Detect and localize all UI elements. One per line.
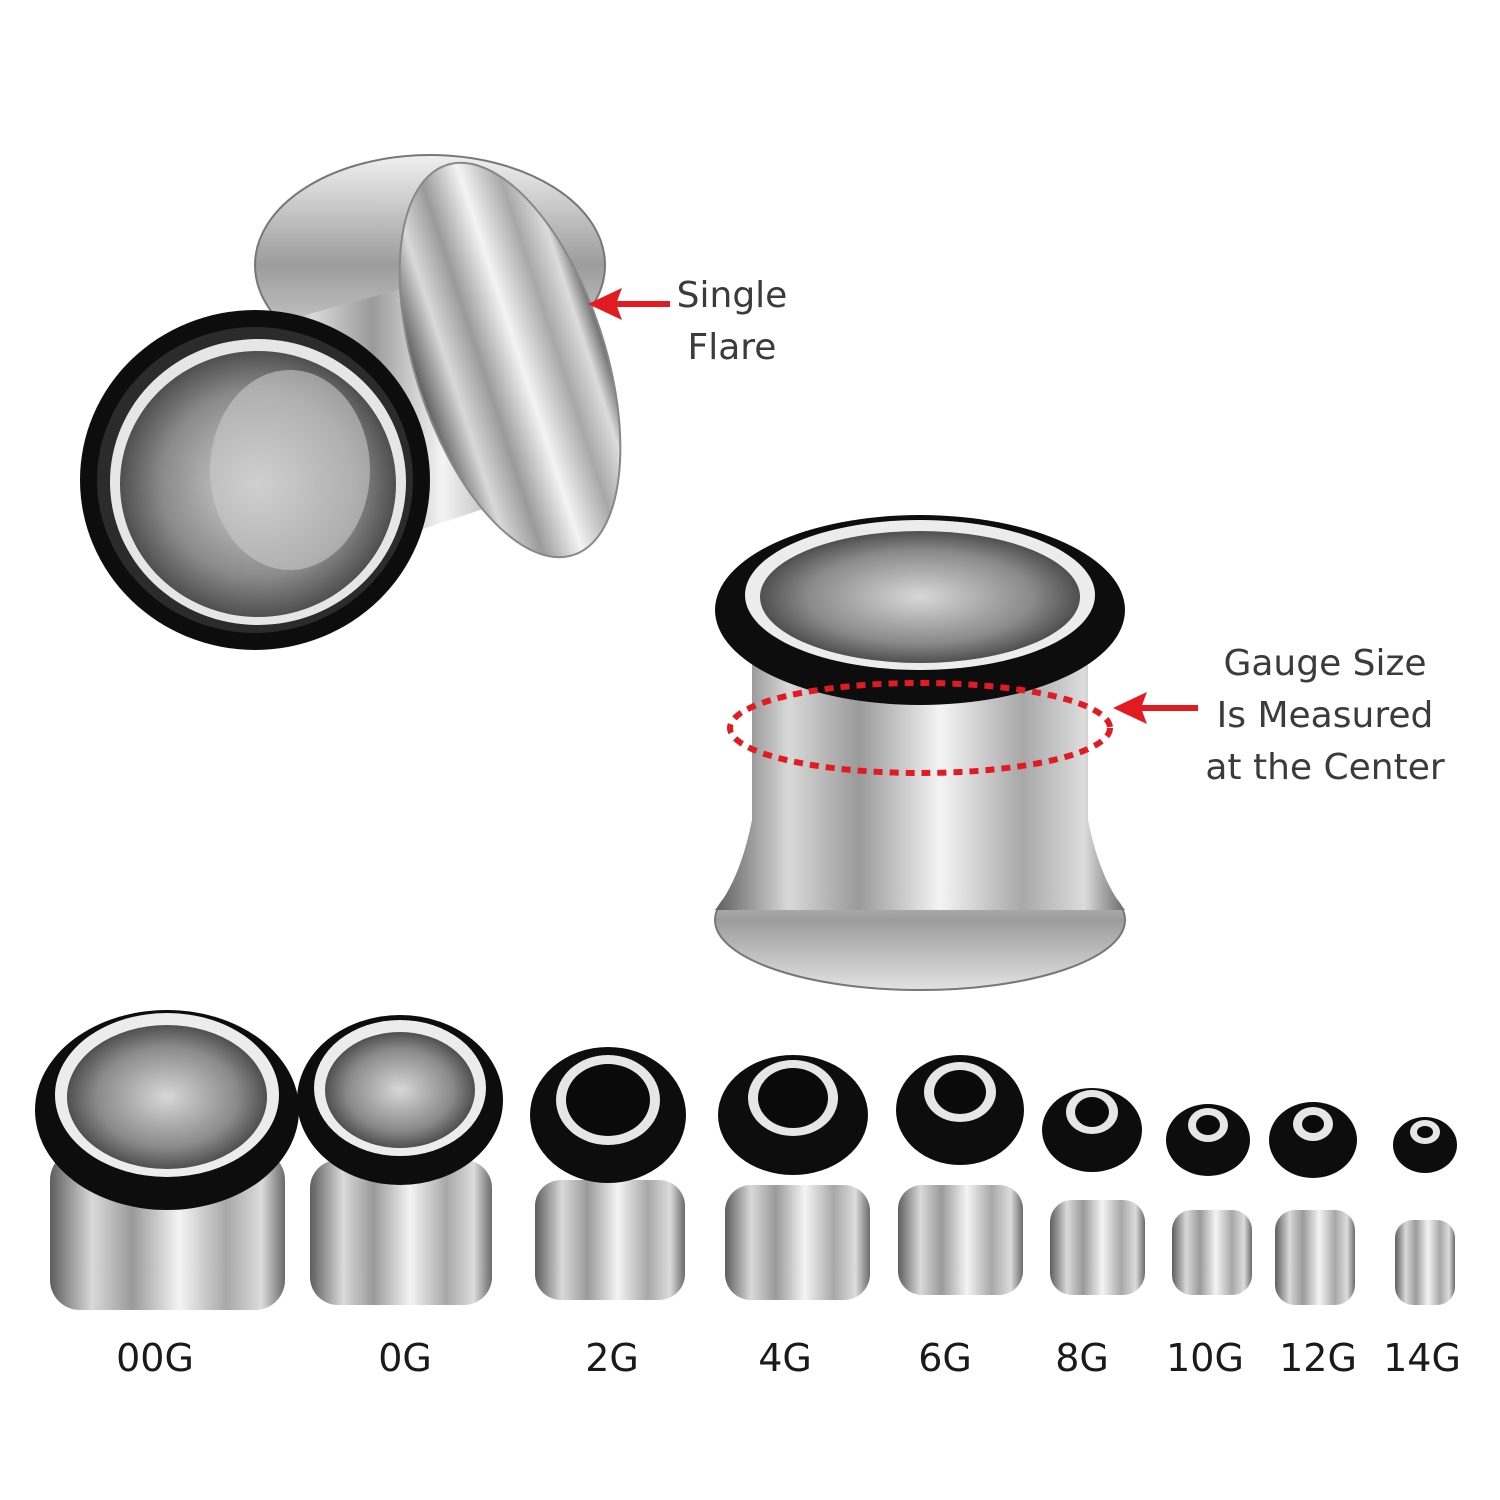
- gauge-label-14g: 14G: [1383, 1336, 1461, 1380]
- single-flare-line2: Flare: [687, 327, 777, 368]
- gauge-size-line1: Gauge Size: [1223, 643, 1427, 684]
- single-flare-plug-angled: [80, 154, 622, 650]
- gauge-label-8g: 8G: [1055, 1336, 1109, 1380]
- gauge-label-10g: 10G: [1166, 1336, 1244, 1380]
- gauge-plug-2g: [530, 1047, 686, 1300]
- single-flare-arrow: [588, 288, 670, 320]
- gauge-size-arrow: [1113, 692, 1198, 724]
- single-flare-line1: Single: [676, 275, 788, 316]
- gauge-measure-ring: [727, 680, 1113, 776]
- gauge-label-2g: 2G: [585, 1336, 639, 1380]
- gauge-size-line2: Is Measured: [1216, 695, 1434, 736]
- gauge-label-00g: 00G: [116, 1336, 194, 1380]
- gauge-plug-12g: [1269, 1102, 1357, 1305]
- gauge-plug-00g: [35, 1010, 299, 1310]
- single-flare-label: Single Flare: [672, 270, 792, 374]
- single-flare-plug-front: [714, 515, 1126, 991]
- gauge-plug-10g: [1166, 1104, 1252, 1295]
- gauge-plug-6g: [896, 1055, 1024, 1295]
- gauge-label-4g: 4G: [758, 1336, 812, 1380]
- gauge-label-6g: 6G: [918, 1336, 972, 1380]
- gauge-size-line3: at the Center: [1205, 747, 1445, 788]
- gauge-label-12g: 12G: [1279, 1336, 1357, 1380]
- gauge-plug-14g: [1393, 1117, 1457, 1305]
- gauge-plug-4g: [718, 1055, 870, 1300]
- gauge-label-0g: 0G: [378, 1336, 432, 1380]
- gauge-plug-0g: [297, 1015, 503, 1305]
- gauge-plug-8g: [1042, 1088, 1145, 1295]
- gauge-size-label: Gauge Size Is Measured at the Center: [1200, 638, 1450, 794]
